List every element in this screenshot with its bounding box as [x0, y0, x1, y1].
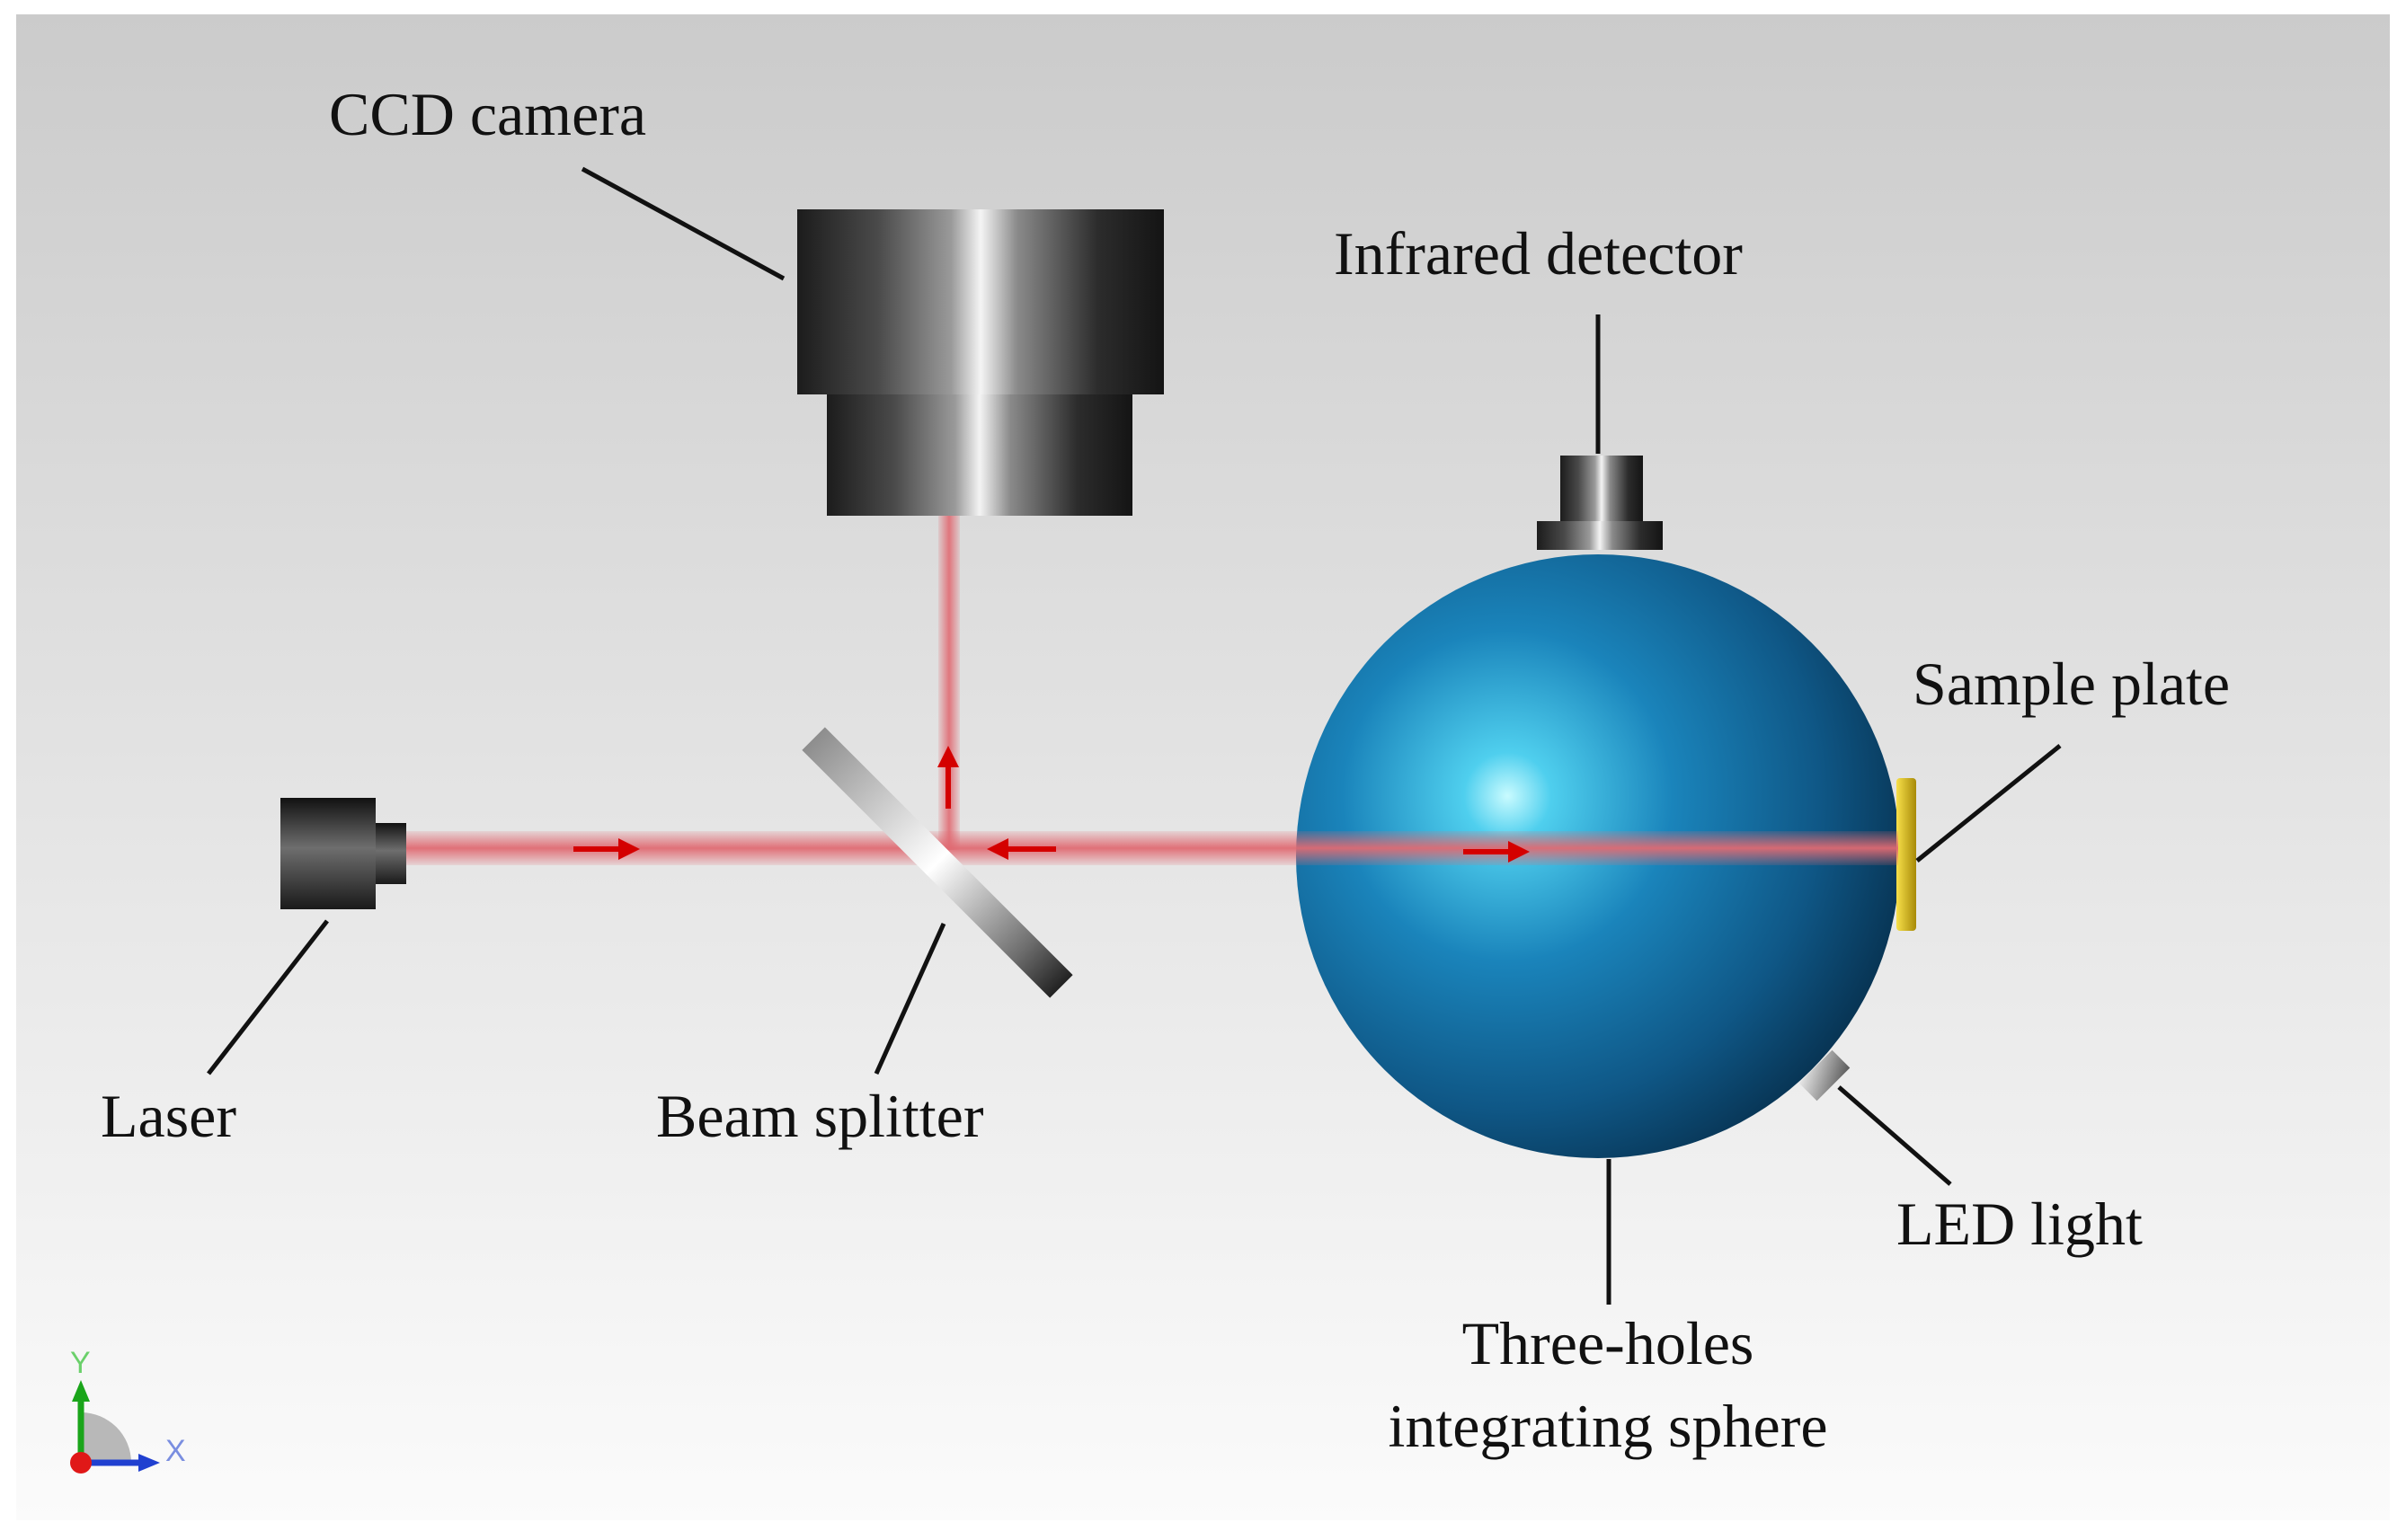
leader-laser [207, 919, 329, 1075]
arrow-right-2 [1463, 841, 1530, 863]
sample-plate [1896, 778, 1916, 931]
leader-ccd [581, 166, 786, 281]
label-led-light: LED light [1896, 1190, 2143, 1258]
axis-origin-dot [70, 1452, 92, 1474]
arrow-left [987, 838, 1056, 860]
leader-led [1837, 1085, 1952, 1186]
label-sample-plate: Sample plate [1913, 650, 2230, 718]
axis-y-label: Y [70, 1346, 91, 1380]
label-laser: Laser [101, 1082, 236, 1150]
leader-splitter [874, 922, 946, 1075]
label-ccd-camera: CCD camera [329, 80, 646, 148]
label-infrared-detector: Infrared detector [1334, 219, 1743, 288]
arrow-right-1 [573, 838, 640, 860]
axis-quarter-disc [81, 1412, 131, 1463]
infrared-detector [1537, 456, 1663, 550]
ccd-camera [797, 209, 1164, 516]
axis-triad: Y X [70, 1346, 186, 1474]
arrow-up [937, 746, 959, 809]
laser-beam [404, 831, 1898, 865]
leader-lines [207, 166, 2062, 1305]
label-sphere-line2: integrating sphere [1388, 1392, 1827, 1460]
beam-splitter [802, 727, 1073, 998]
label-sphere-line1: Three-holes [1462, 1309, 1754, 1377]
laser-source [280, 798, 406, 909]
diagram-background [16, 14, 2390, 1520]
label-beam-splitter: Beam splitter [656, 1082, 984, 1150]
led-light [1798, 1049, 1851, 1102]
leader-sample [1915, 744, 2062, 863]
beam-direction-arrows [573, 746, 1530, 863]
axis-x-label: X [165, 1434, 186, 1468]
